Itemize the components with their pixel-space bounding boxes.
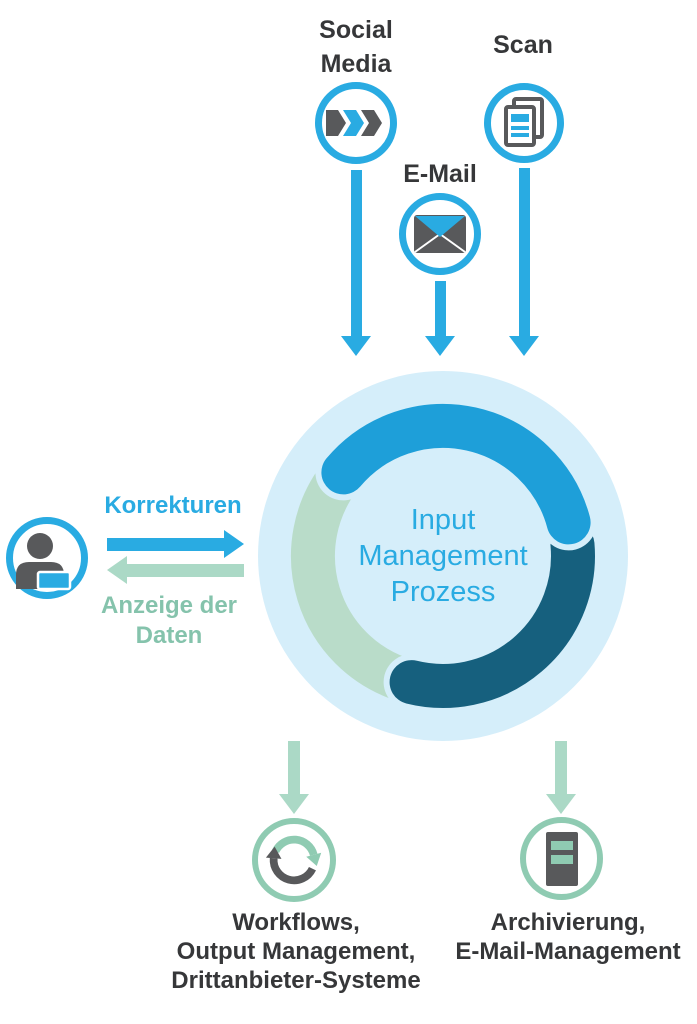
anzeige-der-daten-label: Anzeige der Daten [93, 591, 245, 651]
arrow-shaft [127, 563, 244, 577]
envelope-icon [414, 215, 466, 253]
arrow-shaft [555, 741, 567, 794]
arrow-shaft [350, 170, 362, 336]
archive-arrow [546, 741, 576, 814]
ring-arc-blue [321, 403, 591, 545]
process-title: Input Management Prozess [258, 502, 628, 610]
email-label: E-Mail [403, 160, 477, 188]
social-media-circle [315, 82, 397, 164]
korrekturen-label: Korrekturen [104, 492, 242, 519]
workflows-circle [252, 818, 336, 902]
workflows-label: Workflows, Output Management, Drittanbie… [164, 908, 428, 995]
process-circle [258, 371, 628, 741]
arrow-shaft [434, 281, 446, 336]
anzeige-label-line2: Daten [135, 622, 203, 649]
arrow-head [509, 336, 539, 356]
scan-label: Scan [493, 31, 553, 59]
korrekturen-arrow [107, 530, 244, 558]
archive-label: Archivierung, E-Mail-Management [436, 908, 697, 966]
process-title-line3: Prozess [390, 576, 496, 608]
arrow-head [107, 556, 127, 584]
arrow-head [224, 530, 244, 558]
arrow-head [425, 336, 455, 356]
social-media-label-line2: Media [320, 50, 392, 78]
scan-circle [484, 83, 564, 163]
person-laptop-icon [16, 533, 72, 591]
archive-label-line1: Archivierung, [490, 909, 646, 936]
arrow-shaft [107, 537, 224, 551]
email-circle [399, 193, 481, 275]
process-title-line2: Management [358, 540, 528, 572]
server-icon [545, 831, 578, 886]
arrow-head [341, 336, 371, 356]
social-media-label: Social Media [296, 13, 416, 81]
archive-circle [520, 817, 603, 900]
arrow-shaft [288, 741, 300, 794]
arrow-shaft [518, 168, 530, 336]
social-media-arrow [341, 170, 371, 356]
anzeige-der-daten-arrow [107, 556, 244, 584]
workflows-label-line2: Output Management, [176, 938, 416, 965]
archive-label-line2: E-Mail-Management [455, 938, 681, 965]
process-title-line1: Input [410, 504, 476, 536]
sync-arrows-icon [265, 835, 322, 885]
arrow-head [546, 794, 576, 814]
social-media-label-line1: Social [319, 16, 393, 44]
user-circle [6, 517, 88, 599]
anzeige-label-line1: Anzeige der [100, 592, 238, 619]
document-stack-icon [504, 97, 544, 147]
triple-chevron-icon [326, 110, 382, 136]
email-arrow [425, 281, 455, 356]
ring-arc-teal [389, 522, 595, 708]
workflows-label-line3: Drittanbieter-Systeme [171, 967, 421, 994]
ring-arc-mint [290, 457, 421, 701]
workflows-arrow [279, 741, 309, 814]
scan-arrow [509, 168, 539, 356]
workflows-label-line1: Workflows, [232, 909, 360, 936]
arrow-head [279, 794, 309, 814]
